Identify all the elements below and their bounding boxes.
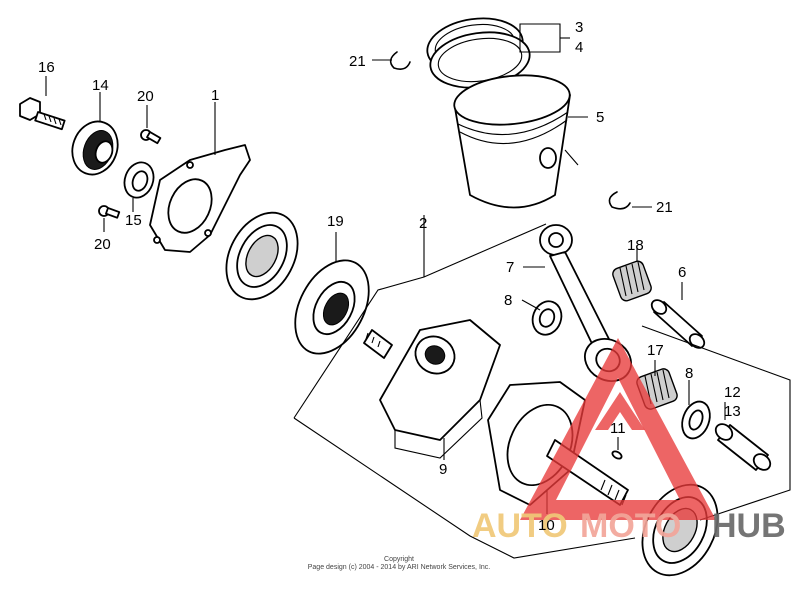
copyright-line-1: Copyright (384, 556, 414, 563)
callout-19: 19 (327, 213, 344, 230)
callout-12: 12 (724, 384, 741, 401)
part-20-screw-top (140, 129, 162, 145)
watermark-hub-text: HUB (712, 507, 786, 545)
callout-21-right: 21 (656, 199, 673, 216)
callout-9: 9 (439, 461, 447, 478)
callout-16: 16 (38, 59, 55, 76)
part-8-washer-lower (681, 400, 711, 440)
callout-14: 14 (92, 77, 109, 94)
watermark-triangle-icon (520, 338, 716, 520)
callout-labels: 16 14 20 1 15 20 19 2 21 3 4 5 21 7 8 18… (38, 19, 741, 534)
callout-4: 4 (575, 39, 583, 56)
automotohub-watermark: AUTO MOTO HUB (472, 338, 786, 545)
callout-6: 6 (678, 264, 686, 281)
callout-8-lower: 8 (685, 365, 693, 382)
part-19-oil-seal (294, 259, 370, 355)
callout-2: 2 (419, 215, 427, 232)
part-21-clip-top (389, 51, 411, 70)
part-1-plate (149, 144, 251, 253)
part-8-washer-upper (531, 300, 563, 336)
copyright-notice: Copyright Page design (c) 2004 - 2014 by… (308, 556, 491, 571)
leader-lines (45, 23, 726, 514)
part-11-key (611, 450, 623, 460)
copyright-line-2: Page design (c) 2004 - 2014 by ARI Netwo… (308, 564, 491, 571)
part-6-crank-pin (650, 299, 706, 349)
callout-20-top: 20 (137, 88, 154, 105)
part-bearing-left (225, 211, 299, 301)
callout-7: 7 (506, 259, 514, 276)
part-14-gear (71, 120, 119, 176)
part-9-crank-half (363, 319, 501, 459)
callout-10: 10 (538, 517, 555, 534)
callout-1: 1 (211, 87, 219, 104)
callout-21-top: 21 (349, 53, 366, 70)
callout-5: 5 (596, 109, 604, 126)
watermark-moto-text: MOTO (580, 507, 681, 545)
part-18-needle-bearing (612, 260, 652, 302)
callout-20-bottom: 20 (94, 236, 111, 253)
callout-13: 13 (724, 403, 741, 420)
assembly-bracket-2 (293, 215, 791, 559)
callout-8-upper: 8 (504, 292, 512, 309)
part-13-crank-pin (714, 423, 772, 471)
watermark-inner-mark (595, 392, 645, 430)
callout-18: 18 (627, 237, 644, 254)
callout-11: 11 (610, 420, 626, 437)
part-5-piston (453, 74, 579, 209)
part-15-washer (123, 161, 155, 199)
part-21-clip-right (608, 191, 631, 210)
callout-15: 15 (125, 212, 142, 229)
callout-17: 17 (647, 342, 664, 359)
part-16-bolt (19, 97, 66, 131)
part-20-screw-bottom (98, 205, 121, 219)
watermark-auto-text: AUTO (472, 507, 568, 545)
callout-3: 3 (575, 19, 583, 36)
part-3-4-piston-rings (426, 17, 531, 89)
